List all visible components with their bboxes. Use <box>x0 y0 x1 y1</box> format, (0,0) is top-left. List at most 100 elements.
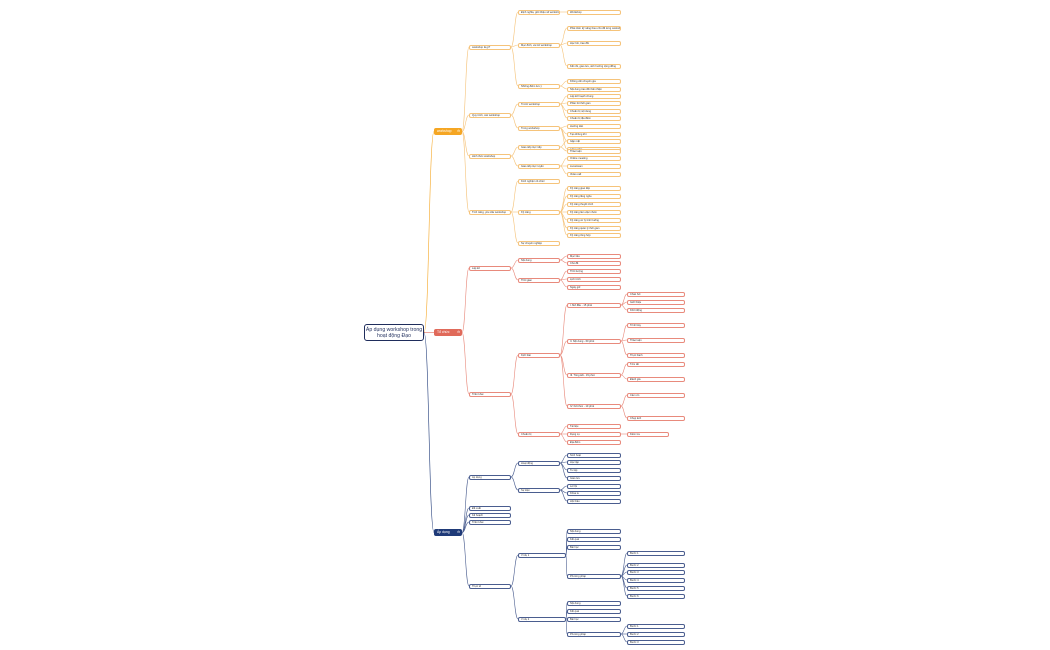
topic-ws-a2[interactable]: Mục đích, vai trò workshop <box>518 42 560 48</box>
collapse-icon[interactable]: ⊖ <box>457 330 460 334</box>
branch-workshop[interactable]: workshop ⊖ <box>434 128 462 135</box>
topic-ws-a1x[interactable]: Workshop <box>567 9 621 15</box>
topic-ws-c1a[interactable]: Gặp mặt <box>567 138 621 144</box>
root-topic[interactable]: Áp dụng workshop trong hoạt động Đạo <box>364 324 424 341</box>
topic-ws-b2[interactable]: Trong workshop <box>518 125 560 131</box>
topic-ad-b1[interactable]: Đề xuất <box>469 505 511 511</box>
topic-ws-a2b[interactable]: Học hỏi, trao đổi <box>567 40 621 46</box>
topic-ad-c1d2[interactable]: Bước 2 <box>627 562 685 568</box>
topic-ws-d2e[interactable]: Kỹ năng xử lý tình huống <box>567 217 621 223</box>
collapse-icon[interactable]: ⊖ <box>457 530 460 534</box>
topic-ad-c1d4[interactable]: Bước 4 <box>627 577 685 583</box>
topic-ad-c2d[interactable]: Phương pháp <box>567 631 621 637</box>
topic-ad-a1a[interactable]: Sinh hoạt <box>567 452 621 458</box>
topic-ad-c2d3[interactable]: Bước 3 <box>627 639 685 645</box>
topic-ws-a3[interactable]: Những điểm lưu ý <box>518 83 560 89</box>
topic-tc-b1b3[interactable]: Thực hành <box>627 352 685 358</box>
topic-ws-b2b[interactable]: Tạo không khí <box>567 131 621 137</box>
topic-ws-d1[interactable]: Kinh nghiệm tổ chức <box>518 178 560 184</box>
topic-tc-b1d1[interactable]: Cảm ơn <box>627 392 685 398</box>
topic-ad-c2d1[interactable]: Bước 1 <box>627 623 685 629</box>
topic-ad-b2[interactable]: Kế hoạch <box>469 512 511 518</box>
topic-ws-d2d[interactable]: Kỹ năng làm việc nhóm <box>567 209 621 215</box>
topic-ad-c1[interactable]: Ví dụ 1 <box>518 552 566 558</box>
topic-ad-a2a[interactable]: Lễ hội <box>567 483 621 489</box>
topic-tc-b1a[interactable]: I. Mở đầu - 15 phút <box>567 302 621 308</box>
topic-tc-a1a[interactable]: Mục tiêu <box>567 253 621 259</box>
topic-tc-a2a[interactable]: Thời lượng <box>567 268 621 274</box>
topic-ws-a3b[interactable]: Nội dung trao đổi thân thiện <box>567 86 621 92</box>
topic-tc-b1c[interactable]: III. Tổng kết - 15 phút <box>567 372 621 378</box>
topic-ws-d2[interactable]: Kỹ năng <box>518 209 560 215</box>
topic-ad-c1b[interactable]: Kết quả <box>567 536 621 542</box>
topic-ws-b1d[interactable]: Chuẩn bị địa điểm <box>567 115 621 121</box>
topic-tc-b2b[interactable]: Dụng cụ <box>567 431 621 437</box>
topic-ws-b2a[interactable]: Hướng dẫn <box>567 123 621 129</box>
topic-ws-d2g[interactable]: Kỹ năng tổng hợp <box>567 232 621 238</box>
topic-ad-a2c[interactable]: Hội thảo <box>567 498 621 504</box>
topic-ad-c1d6[interactable]: Bước 6 <box>627 593 685 599</box>
topic-ws-c1[interactable]: Giao tiếp trực tiếp <box>518 144 560 150</box>
topic-ad-a[interactable]: Áp dụng <box>469 474 511 480</box>
topic-tc-b2[interactable]: Chuẩn bị <box>518 431 560 437</box>
topic-tc-a1[interactable]: Nội dung <box>518 257 560 263</box>
topic-ws-a2a[interactable]: Phát triển kỹ năng theo chủ đề từng work… <box>567 25 621 31</box>
topic-ws-c1b[interactable]: Thảo luận <box>567 148 621 154</box>
branch-to-chuc[interactable]: Tổ chức ⊖ <box>434 329 462 336</box>
topic-ws-d3[interactable]: Sự chuyên nghiệp <box>518 240 560 246</box>
topic-tc-b1b[interactable]: II. Nội dung - 60 phút <box>567 338 621 344</box>
topic-tc-b2a[interactable]: Tài liệu <box>567 423 621 429</box>
topic-ws-c2b[interactable]: Livestream <box>567 163 621 169</box>
topic-tc-a2[interactable]: Thời gian <box>518 277 560 283</box>
topic-ad-c1a[interactable]: Nội dung <box>567 528 621 534</box>
topic-tc-a[interactable]: Lập kế <box>469 265 511 271</box>
topic-ws-a[interactable]: workshop là gì? <box>469 44 511 50</box>
topic-ws-b[interactable]: Quy trình, các workshop <box>469 112 511 118</box>
topic-ad-a1[interactable]: Hoạt động <box>518 460 560 466</box>
topic-tc-b2c[interactable]: Địa điểm <box>567 439 621 445</box>
topic-ws-a1[interactable]: Định nghĩa, giới thiệu về workshop <box>518 9 560 15</box>
topic-tc-a2b[interactable]: Lịch trình <box>567 276 621 282</box>
topic-tc-b1d[interactable]: IV. Kết thúc - 10 phút <box>567 403 621 409</box>
topic-tc-b1a2[interactable]: Giới thiệu <box>627 299 685 305</box>
topic-ad-a1c[interactable]: Tu tập <box>567 467 621 473</box>
topic-ws-d2b[interactable]: Kỹ năng lắng nghe <box>567 193 621 199</box>
topic-ws-a3a[interactable]: Không cần chuyên gia <box>567 78 621 84</box>
topic-tc-b2x[interactable]: Kiểm tra <box>627 431 669 437</box>
topic-ad-c1d[interactable]: Phương pháp <box>567 573 621 579</box>
topic-ws-d2f[interactable]: Kỹ năng quản lý thời gian <box>567 225 621 231</box>
topic-ad-a1b[interactable]: Học tập <box>567 459 621 465</box>
topic-tc-b1a1[interactable]: Chào hỏi <box>627 291 685 297</box>
topic-ws-b1c[interactable]: Chuẩn bị nội dung <box>567 108 621 114</box>
topic-ad-c1d3[interactable]: Bước 3 <box>627 569 685 575</box>
topic-tc-b1d2[interactable]: Chụp ảnh <box>627 415 685 421</box>
topic-ad-c2[interactable]: Ví dụ 2 <box>518 616 566 622</box>
topic-ws-d2a[interactable]: Kỹ năng giao tiếp <box>567 185 621 191</box>
topic-ws-a2c[interactable]: Kết nối, giao lưu, ảnh hưởng cộng đồng <box>567 63 621 69</box>
topic-ws-b1[interactable]: Trước workshop <box>518 101 560 107</box>
topic-ad-a1d[interactable]: Giao lưu <box>567 475 621 481</box>
topic-ad-c2a[interactable]: Nội dung <box>567 600 621 606</box>
topic-tc-b1[interactable]: Kịch bản <box>518 352 560 358</box>
topic-ad-a2b[interactable]: Khóa tu <box>567 490 621 496</box>
collapse-icon[interactable]: ⊖ <box>457 129 460 133</box>
topic-ad-c2c[interactable]: Bài học <box>567 616 621 622</box>
topic-tc-a1b[interactable]: Chủ đề <box>567 260 621 266</box>
topic-ad-c1d5[interactable]: Bước 5 <box>627 585 685 591</box>
topic-ws-c2c[interactable]: Video call <box>567 171 621 177</box>
topic-tc-b1b2[interactable]: Thảo luận <box>627 337 685 343</box>
topic-tc-b1a3[interactable]: Khởi động <box>627 307 685 313</box>
topic-ad-a2[interactable]: Sự kiện <box>518 487 560 493</box>
topic-tc-b1c1[interactable]: Tóm tắt <box>627 361 685 367</box>
topic-ad-c1d1[interactable]: Bước 1 <box>627 550 685 556</box>
topic-ad-c1c[interactable]: Bài học <box>567 544 621 550</box>
topic-ws-b1a[interactable]: Lập kế hoạch chung <box>567 93 621 99</box>
branch-ap-dung[interactable]: Áp dụng ⊖ <box>434 529 462 536</box>
topic-ws-c2[interactable]: Giao tiếp trực tuyến <box>518 163 560 169</box>
topic-tc-b1c2[interactable]: Đánh giá <box>627 376 685 382</box>
topic-tc-b1b1[interactable]: Trình bày <box>627 322 685 328</box>
topic-ws-c2a[interactable]: Online meeting <box>567 155 621 161</box>
topic-ad-b3[interactable]: Triển khai <box>469 519 511 525</box>
topic-ad-c2b[interactable]: Kết quả <box>567 608 621 614</box>
topic-tc-b[interactable]: Triển khai <box>469 391 511 397</box>
